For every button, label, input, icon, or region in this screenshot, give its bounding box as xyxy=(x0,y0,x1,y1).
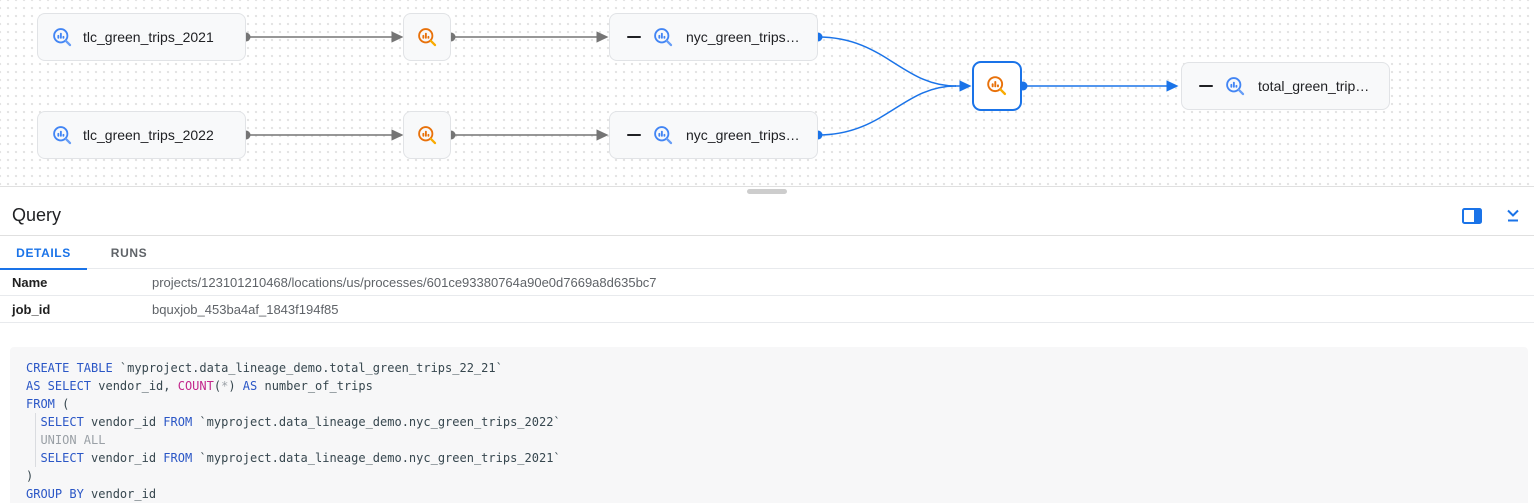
process-node-query-1[interactable] xyxy=(403,13,451,61)
table-node-tlc-green-trips-2022[interactable]: tlc_green_trips_2022 xyxy=(37,111,246,159)
sql-code-line: FROM ( xyxy=(26,397,70,411)
collapse-chevron-icon xyxy=(1507,209,1519,221)
lineage-graph: tlc_green_trips_2021 tlc_green_trips_202… xyxy=(0,0,1534,187)
detail-value-name: projects/123101210468/locations/us/proce… xyxy=(152,274,657,290)
sql-code-block: CREATE TABLE `myproject.data_lineage_dem… xyxy=(10,347,1528,503)
collapse-minus-icon[interactable] xyxy=(1199,85,1213,87)
tab-runs[interactable]: RUNS xyxy=(87,236,171,269)
query-panel-header: Query xyxy=(0,196,1534,236)
table-node-nyc-green-trips-2021[interactable]: nyc_green_trips… xyxy=(609,13,818,61)
panel-header-actions xyxy=(1460,206,1524,226)
collapse-minus-icon[interactable] xyxy=(627,36,641,38)
node-label: tlc_green_trips_2021 xyxy=(83,29,214,45)
collapse-minus-icon[interactable] xyxy=(627,134,641,136)
table-node-tlc-green-trips-2021[interactable]: tlc_green_trips_2021 xyxy=(37,13,246,61)
collapse-panel-button[interactable] xyxy=(1502,206,1524,226)
sql-code: CREATE TABLE `myproject.data_lineage_dem… xyxy=(26,359,1512,503)
node-label: tlc_green_trips_2022 xyxy=(83,127,214,143)
node-label: total_green_trip… xyxy=(1258,78,1370,94)
table-node-total-green-trips[interactable]: total_green_trip… xyxy=(1181,62,1390,110)
query-panel-tabs: DETAILS RUNS xyxy=(0,236,1534,270)
bigquery-table-icon xyxy=(1226,76,1245,95)
detail-label-job-id: job_id xyxy=(12,301,51,317)
open-in-side-panel-button[interactable] xyxy=(1460,206,1484,226)
bigquery-table-icon xyxy=(53,27,72,46)
table-node-nyc-green-trips-2022[interactable]: nyc_green_trips… xyxy=(609,111,818,159)
sql-code-line: AS SELECT vendor_id, COUNT(*) AS number_… xyxy=(26,379,373,393)
bigquery-process-icon xyxy=(987,76,1007,96)
sql-code-line: UNION ALL xyxy=(26,433,106,447)
tab-details[interactable]: DETAILS xyxy=(0,236,87,270)
node-label: nyc_green_trips… xyxy=(686,29,800,45)
process-node-query-2[interactable] xyxy=(403,111,451,159)
page-title: Query xyxy=(12,205,62,225)
bigquery-process-icon xyxy=(417,125,436,144)
bigquery-table-icon xyxy=(654,27,673,46)
sql-code-line: SELECT vendor_id FROM `myproject.data_li… xyxy=(40,451,561,465)
panel-drag-handle[interactable] xyxy=(747,189,787,194)
indent-guide xyxy=(35,413,36,467)
bigquery-table-icon xyxy=(654,125,673,144)
detail-row-job-id: job_id bquxjob_453ba4af_1843f194f85 xyxy=(0,296,1534,323)
node-label: nyc_green_trips… xyxy=(686,127,800,143)
panel-resize-strip xyxy=(0,187,1534,196)
sql-code-line: CREATE TABLE `myproject.data_lineage_dem… xyxy=(26,361,503,375)
process-node-query-selected[interactable] xyxy=(972,61,1022,111)
detail-value-job-id: bquxjob_453ba4af_1843f194f85 xyxy=(152,301,339,317)
sql-code-line: ) xyxy=(26,469,34,483)
bigquery-table-icon xyxy=(53,125,72,144)
sql-code-line: GROUP BY vendor_id xyxy=(26,487,157,501)
side-panel-icon xyxy=(1462,207,1482,224)
bigquery-process-icon xyxy=(417,27,436,46)
detail-row-name: Name projects/123101210468/locations/us/… xyxy=(0,269,1534,296)
detail-label-name: Name xyxy=(12,274,48,290)
sql-code-line: SELECT vendor_id FROM `myproject.data_li… xyxy=(40,415,561,429)
